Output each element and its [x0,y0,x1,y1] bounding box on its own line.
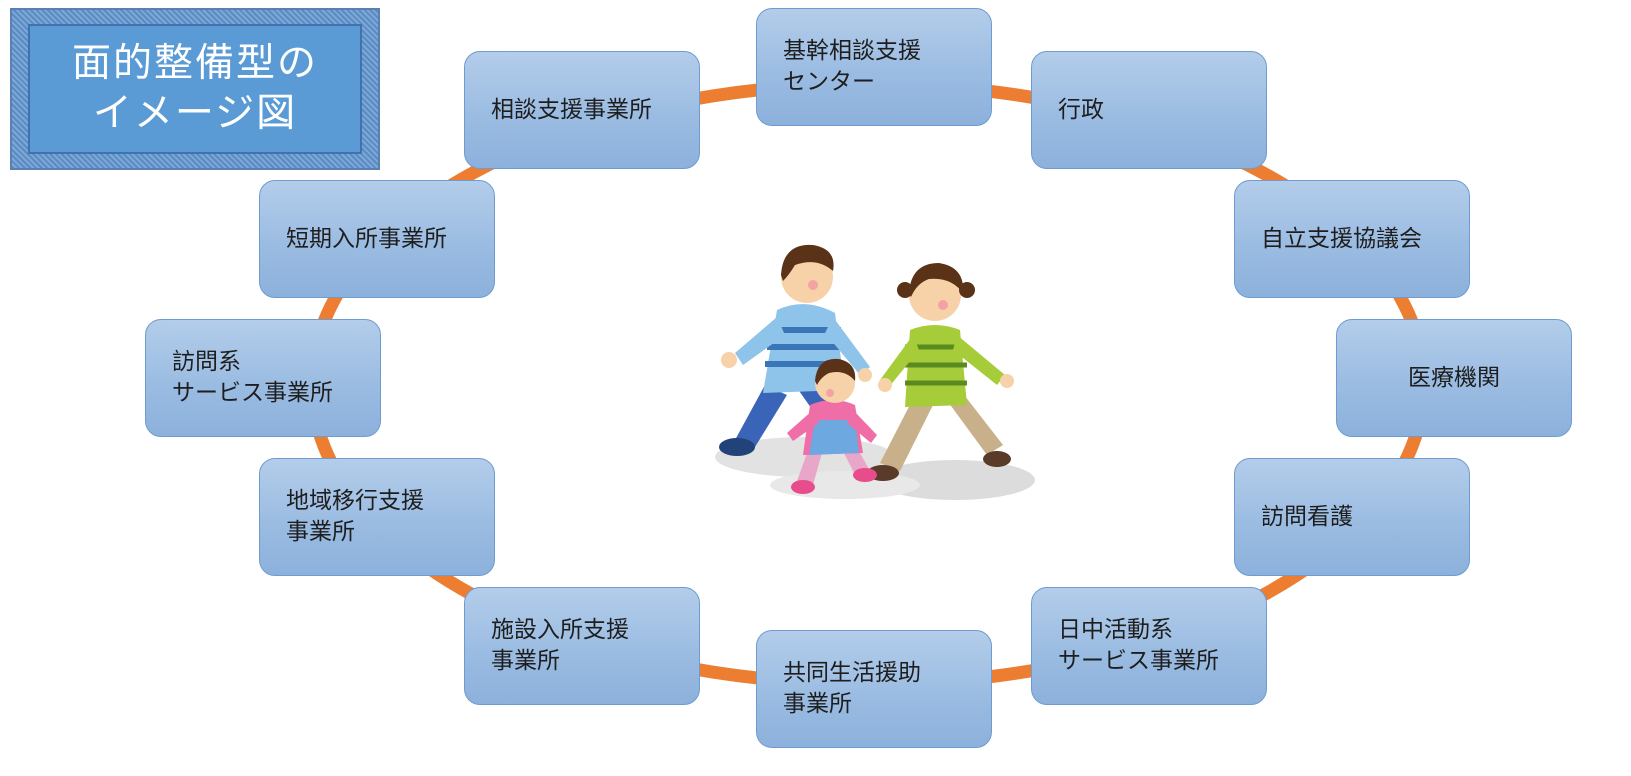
node-label: サービス事業所 [172,380,333,406]
node-nicchu-katsudou: 日中活動系 サービス事業所 [1031,587,1267,705]
node-label: 日中活動系 [1058,617,1173,643]
node-shisetsu-nyusho: 施設入所支援 事業所 [464,587,700,705]
node-label: センター [783,69,875,95]
node-label: 訪問看護 [1261,503,1353,530]
node-soudan-shien: 相談支援事業所 [464,51,700,169]
node-houmon-service: 訪問系 サービス事業所 [145,319,381,437]
node-label: 医療機関 [1408,364,1500,391]
diagram-title: 面的整備型の イメージ図 [10,8,380,170]
node-label: 施設入所支援 [491,617,629,643]
node-label: 地域移行支援 [286,488,424,514]
node-label: 訪問系 [172,349,241,375]
node-label: 相談支援事業所 [491,96,652,123]
family-walking-icon [715,244,1035,500]
node-label: 基幹相談支援 [783,38,921,64]
node-label: 行政 [1058,96,1104,123]
node-label: 共同生活援助 [783,660,921,686]
node-houmon-kango: 訪問看護 [1234,458,1470,576]
node-iryou-kikan: 医療機関 [1336,319,1572,437]
node-label: 事業所 [286,519,355,545]
node-tanki-nyusho: 短期入所事業所 [259,180,495,298]
father-figure [719,244,872,456]
title-line-1: 面的整備型の [71,41,318,86]
node-gyousei: 行政 [1031,51,1267,169]
mother-figure [867,263,1014,481]
title-line-2: イメージ図 [92,91,298,136]
node-label: 自立支援協議会 [1261,225,1422,252]
node-label: 事業所 [491,648,560,674]
node-kikan-soudan-center: 基幹相談支援 センター [756,8,992,126]
node-label: サービス事業所 [1058,648,1219,674]
node-kyoudou-seikatsu: 共同生活援助 事業所 [756,630,992,748]
node-label: 短期入所事業所 [286,225,447,252]
child-figure [787,358,877,494]
node-jiritsu-kyougikai: 自立支援協議会 [1234,180,1470,298]
node-label: 事業所 [783,691,852,717]
node-chiiki-ikou: 地域移行支援 事業所 [259,458,495,576]
